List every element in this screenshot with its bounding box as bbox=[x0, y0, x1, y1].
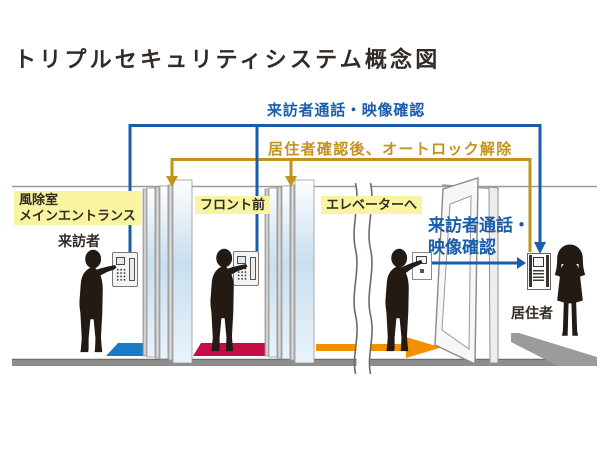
unit-call-arrow bbox=[432, 257, 526, 269]
intercom-screen bbox=[237, 256, 246, 264]
visitor-label: 来訪者 bbox=[58, 233, 100, 249]
monitor-frame bbox=[529, 255, 532, 287]
panel-screen bbox=[416, 256, 427, 264]
autolock-arrowhead-door2 bbox=[285, 176, 297, 187]
intercom-handset-slot bbox=[129, 258, 135, 281]
resident-silhouette bbox=[554, 244, 586, 336]
autolock-release-label: 居住者確認後、オートロック解除 bbox=[268, 141, 513, 158]
monitor-speaker bbox=[533, 270, 544, 282]
monitor-frame bbox=[546, 255, 549, 287]
unit-call-label-line1: 来訪者通話・ bbox=[428, 216, 530, 235]
glass-door-front bbox=[264, 179, 315, 364]
intercom-screen bbox=[116, 257, 125, 265]
diagram-title: トリプルセキュリティシステム概念図 bbox=[14, 47, 441, 72]
autolock-arrowhead-door1 bbox=[166, 176, 178, 187]
visitor-silhouette-front bbox=[210, 248, 248, 352]
location-label-elevator: エレベーターへ bbox=[321, 196, 423, 214]
visitor-call-label: 来訪者通話・映像確認 bbox=[267, 102, 426, 119]
autolock-route bbox=[170, 158, 532, 252]
resident-label: 居住者 bbox=[511, 305, 553, 321]
intercom-keypad bbox=[237, 267, 247, 280]
interior-ramp bbox=[511, 333, 597, 366]
glass-door-entrance bbox=[142, 179, 193, 364]
windbreak-room-label: 風除室 bbox=[19, 192, 59, 207]
monitor-screen bbox=[533, 257, 544, 267]
break-lines bbox=[353, 182, 373, 375]
location-label-front-desk: フロント前 bbox=[195, 196, 271, 214]
unit-call-label-line2: 映像確認 bbox=[428, 238, 496, 257]
visitor-call-arrowhead bbox=[534, 242, 546, 254]
location-label-entrance: 風除室 メインエントランス bbox=[14, 191, 141, 225]
resident-monitor-icon bbox=[527, 253, 551, 290]
unit-call-label: 来訪者通話・ 映像確認 bbox=[428, 215, 530, 259]
intercom-keypad bbox=[116, 268, 126, 281]
visitor-call-route bbox=[128, 124, 542, 252]
main-entrance-label: メインエントランス bbox=[19, 208, 136, 223]
intercom-handset-slot bbox=[250, 257, 256, 280]
visitor-silhouette-hallway bbox=[385, 248, 423, 352]
panel-button bbox=[420, 269, 424, 273]
visitor-silhouette-entrance bbox=[79, 249, 117, 353]
open-door bbox=[434, 177, 500, 366]
hallway-call-panel-icon bbox=[412, 252, 432, 280]
walk-arrow bbox=[316, 337, 441, 358]
